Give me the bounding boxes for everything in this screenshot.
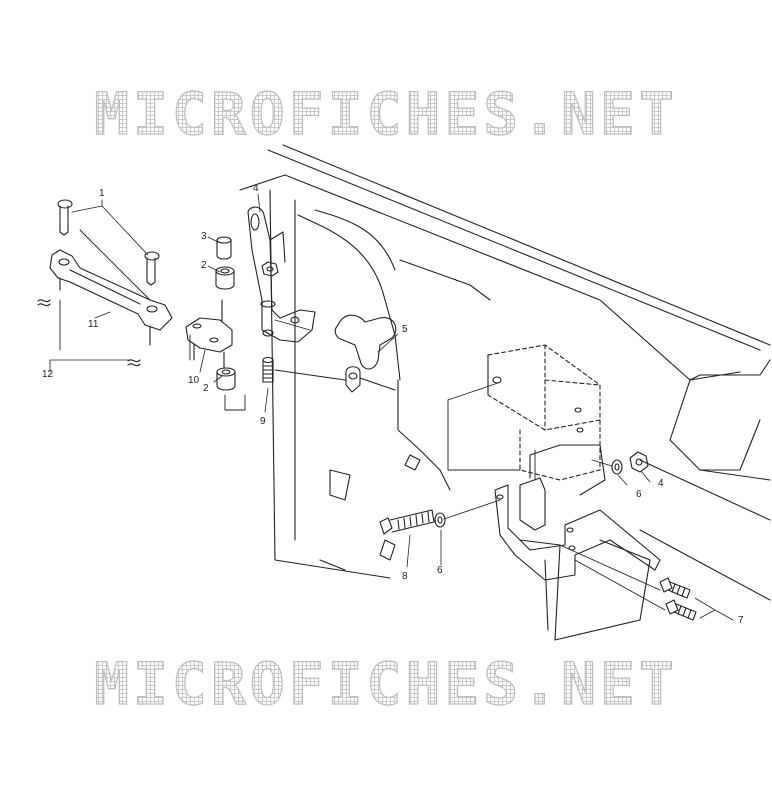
- callout-6-right: 6: [636, 489, 642, 500]
- watermark-bottom-text: MICROFICHES.NET: [93, 649, 678, 719]
- callout-1: 1: [99, 188, 105, 199]
- block-hole-3: [576, 427, 584, 433]
- pivot-arm: [247, 206, 316, 343]
- callout-8: 8: [402, 571, 408, 582]
- engine-block-phantom: [487, 344, 601, 481]
- watermark-top-text: MICROFICHES.NET: [93, 79, 678, 149]
- callout-7: 7: [738, 615, 744, 626]
- bushing-3: [216, 236, 232, 260]
- callout-10: 10: [188, 375, 200, 386]
- watermark-bottom: MICROFICHES.NET: [0, 649, 772, 719]
- nut-4-right: [629, 451, 649, 473]
- alignment-lines: [59, 229, 666, 611]
- callout-2-upper: 2: [201, 260, 207, 271]
- cotter-clips-12: [37, 299, 141, 367]
- shift-link-11: [49, 249, 173, 346]
- callout-6-left: 6: [437, 565, 443, 576]
- callout-4-right: 4: [658, 478, 664, 489]
- bolt-7-lower: [665, 599, 697, 621]
- callout-5: 5: [402, 324, 408, 335]
- callout-leaders: [49, 193, 734, 621]
- washer-6-right: [611, 459, 623, 475]
- washer-6-left: [434, 512, 446, 528]
- vehicle-frame: [239, 144, 771, 641]
- callout-2-lower: 2: [203, 383, 209, 394]
- callout-9: 9: [260, 416, 266, 427]
- bolt-7-upper: [659, 577, 691, 599]
- callout-4-upper: 4: [253, 183, 259, 194]
- ball-joint-5: [345, 366, 396, 393]
- callout-12: 12: [42, 369, 54, 380]
- bushing-2-upper: [215, 266, 235, 290]
- watermark-top: MICROFICHES.NET: [0, 79, 772, 149]
- block-hole-2: [574, 407, 582, 413]
- bushing-2-lower: [216, 367, 236, 391]
- mounting-bracket: [494, 444, 661, 581]
- clevis-pin-1: [57, 199, 160, 286]
- pivot-bracket-10: [185, 299, 233, 369]
- linkage-slot: [334, 314, 397, 370]
- callout-3: 3: [201, 231, 207, 242]
- nut-4: [261, 261, 279, 277]
- bolt-8: [379, 509, 435, 535]
- block-hole: [492, 376, 502, 384]
- bolt-9: [262, 356, 274, 383]
- callout-11: 11: [88, 319, 99, 330]
